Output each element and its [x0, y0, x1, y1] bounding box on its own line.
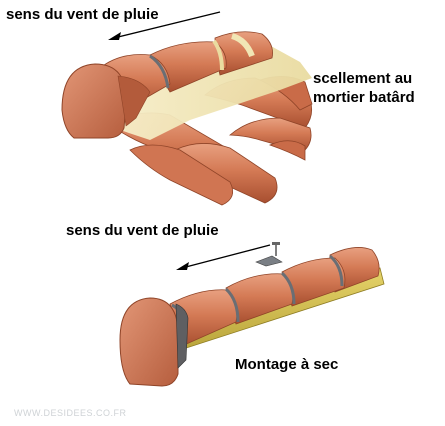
top-illustration-mortar — [61, 11, 313, 206]
bottom-wind-arrow — [176, 244, 271, 270]
watermark: WWW.DESIDEES.CO.FR — [14, 408, 127, 418]
bottom-end-cap — [119, 297, 189, 387]
dry-mount-label: Montage à sec — [235, 356, 339, 373]
top-wind-arrow — [108, 11, 221, 40]
screw-and-clip — [255, 242, 283, 267]
lower-canal-tiles — [204, 76, 313, 161]
mortar-label-line1: scellement au — [313, 70, 413, 87]
bottom-ridge-tiles — [169, 247, 380, 347]
top-wind-direction-label: sens du vent de pluie — [6, 6, 159, 23]
mortar-label-line2: mortier batârd — [313, 89, 415, 106]
bottom-wind-direction-label: sens du vent de pluie — [66, 222, 219, 239]
mortar-bed — [116, 40, 312, 140]
bottom-illustration-dry — [119, 242, 385, 387]
top-end-cap — [61, 63, 151, 139]
